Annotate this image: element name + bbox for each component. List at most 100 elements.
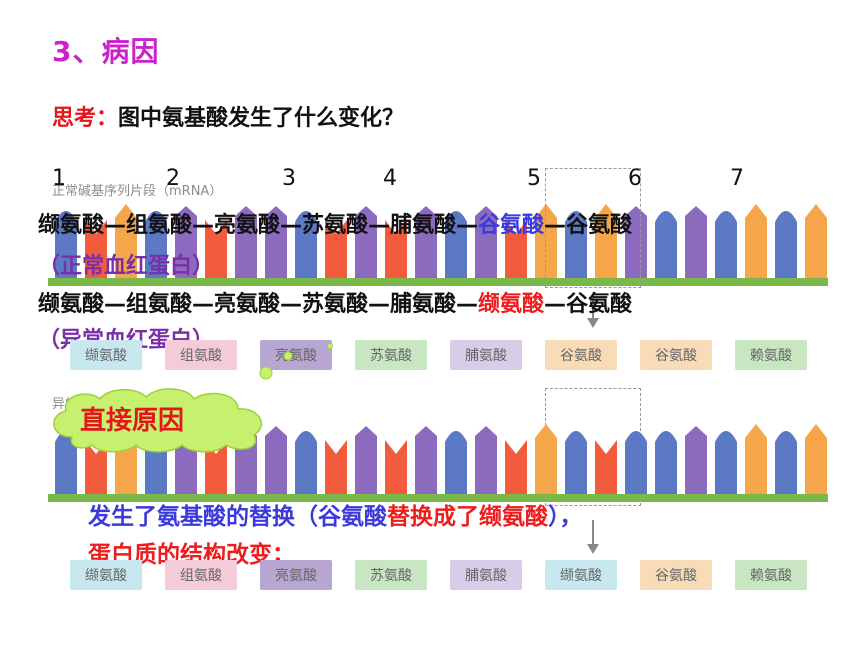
base-block <box>145 211 167 278</box>
amino-acid-box: 缬氨酸 <box>545 560 617 590</box>
position-number-6: 6 <box>628 166 642 191</box>
amino-acid-box: 谷氨酸 <box>545 340 617 370</box>
question-text: 图中氨基酸发生了什么变化？ <box>118 106 405 131</box>
base-block <box>685 206 707 278</box>
amino-acid-box: 赖氨酸 <box>735 560 807 590</box>
explanation-line-1: 发生了氨基酸的替换（谷氨酸替换成了缬氨酸）， <box>88 497 583 531</box>
base-block <box>745 424 767 498</box>
base-block <box>415 206 437 278</box>
base-block <box>235 206 257 278</box>
amino-acid-box: 赖氨酸 <box>735 340 807 370</box>
base-block <box>55 211 77 278</box>
amino-acid-box: 缬氨酸 <box>70 560 142 590</box>
amino-box-row-abnormal: 缬氨酸组氨酸亮氨酸苏氨酸脯氨酸缬氨酸谷氨酸赖氨酸 <box>70 560 830 590</box>
explain-part-3: 替换成了缬氨酸 <box>387 504 548 530</box>
abnormal-chain-highlight: 缬氨酸 <box>478 292 545 317</box>
explain-part-2: 谷氨酸 <box>318 504 387 530</box>
seq-label-normal: 正常碱基序列片段（mRNA） <box>52 184 223 199</box>
base-block <box>715 431 737 498</box>
base-block <box>535 204 557 278</box>
amino-acid-box: 亮氨酸 <box>260 340 332 370</box>
base-block <box>205 220 227 278</box>
base-block <box>775 431 797 498</box>
base-block <box>595 204 617 278</box>
amino-acid-box: 苏氨酸 <box>355 560 427 590</box>
abnormal-amino-chain: 缬氨酸—组氨酸—亮氨酸—苏氨酸—脯氨酸—缬氨酸—谷氨酸 <box>38 286 632 318</box>
base-block <box>745 204 767 278</box>
base-block <box>265 206 287 278</box>
amino-acid-box: 组氨酸 <box>165 340 237 370</box>
base-block <box>805 204 827 278</box>
base-block <box>355 206 377 278</box>
arrow-stem-bottom <box>592 520 594 546</box>
base-block <box>505 220 527 278</box>
base-block <box>625 206 647 278</box>
normal-chain-highlight: 谷氨酸 <box>478 213 545 238</box>
amino-acid-box: 亮氨酸 <box>260 560 332 590</box>
base-block <box>595 440 617 498</box>
normal-amino-chain: 缬氨酸—组氨酸—亮氨酸—苏氨酸—脯氨酸—谷氨酸—谷氨酸 <box>38 207 632 239</box>
base-block <box>415 426 437 498</box>
base-block <box>535 424 557 498</box>
strip-top-svg <box>55 204 857 278</box>
amino-acid-box: 谷氨酸 <box>640 560 712 590</box>
arrow-down-icon <box>587 318 599 328</box>
base-block <box>295 431 317 498</box>
base-block <box>625 431 647 498</box>
base-block <box>385 220 407 278</box>
abnormal-chain-after: —谷氨酸 <box>544 292 633 317</box>
base-block <box>655 211 677 278</box>
mutation-frame-top <box>545 168 641 288</box>
base-block <box>55 431 77 498</box>
amino-acid-box: 苏氨酸 <box>355 340 427 370</box>
strip-baseline-normal <box>48 278 828 286</box>
base-block <box>265 426 287 498</box>
cloud-text: 直接原因 <box>80 406 185 436</box>
arrow-down-icon-2 <box>587 544 599 554</box>
base-block <box>565 431 587 498</box>
arrow-stem-top <box>592 294 594 320</box>
normal-chain-after: —谷氨酸 <box>544 213 633 238</box>
amino-acid-box: 谷氨酸 <box>640 340 712 370</box>
base-block <box>325 440 347 498</box>
base-block <box>475 426 497 498</box>
amino-acid-box: 脯氨酸 <box>450 340 522 370</box>
position-number-4: 4 <box>383 166 397 191</box>
normal-chain-before: 缬氨酸—组氨酸—亮氨酸—苏氨酸—脯氨酸— <box>38 213 479 238</box>
position-number-3: 3 <box>282 166 296 191</box>
base-block <box>685 426 707 498</box>
cloud-callout <box>53 388 262 453</box>
normal-label: （正常血红蛋白） <box>38 254 215 279</box>
position-number-2: 2 <box>166 166 180 191</box>
base-block <box>295 211 317 278</box>
explain-part-4: ）， <box>548 504 583 530</box>
base-block <box>505 440 527 498</box>
base-block <box>115 204 137 278</box>
base-block <box>85 220 107 278</box>
base-block <box>655 431 677 498</box>
base-block <box>805 424 827 498</box>
base-block <box>445 431 467 498</box>
base-block <box>475 206 497 278</box>
base-block <box>715 211 737 278</box>
amino-box-row-normal: 缬氨酸组氨酸亮氨酸苏氨酸脯氨酸谷氨酸谷氨酸赖氨酸 <box>70 340 830 370</box>
position-number-1: 1 <box>52 166 66 191</box>
base-block <box>445 211 467 278</box>
question-lead: 思考： <box>52 106 119 131</box>
abnormal-chain-before: 缬氨酸—组氨酸—亮氨酸—苏氨酸—脯氨酸— <box>38 292 479 317</box>
cloud-tail-bubbles <box>259 343 333 380</box>
explain-part-1: 发生了氨基酸的替换（ <box>88 504 318 530</box>
base-block <box>565 211 587 278</box>
base-block <box>775 211 797 278</box>
strip-baseline-abnormal <box>48 494 828 502</box>
base-block <box>175 206 197 278</box>
base-block <box>85 440 107 498</box>
section-title: 3、病因 <box>52 35 160 68</box>
position-number-7: 7 <box>730 166 744 191</box>
amino-acid-box: 组氨酸 <box>165 560 237 590</box>
base-block <box>205 440 227 498</box>
mrna-strip-normal <box>55 200 857 280</box>
amino-acid-box: 脯氨酸 <box>450 560 522 590</box>
base-block <box>385 440 407 498</box>
base-block <box>325 220 347 278</box>
